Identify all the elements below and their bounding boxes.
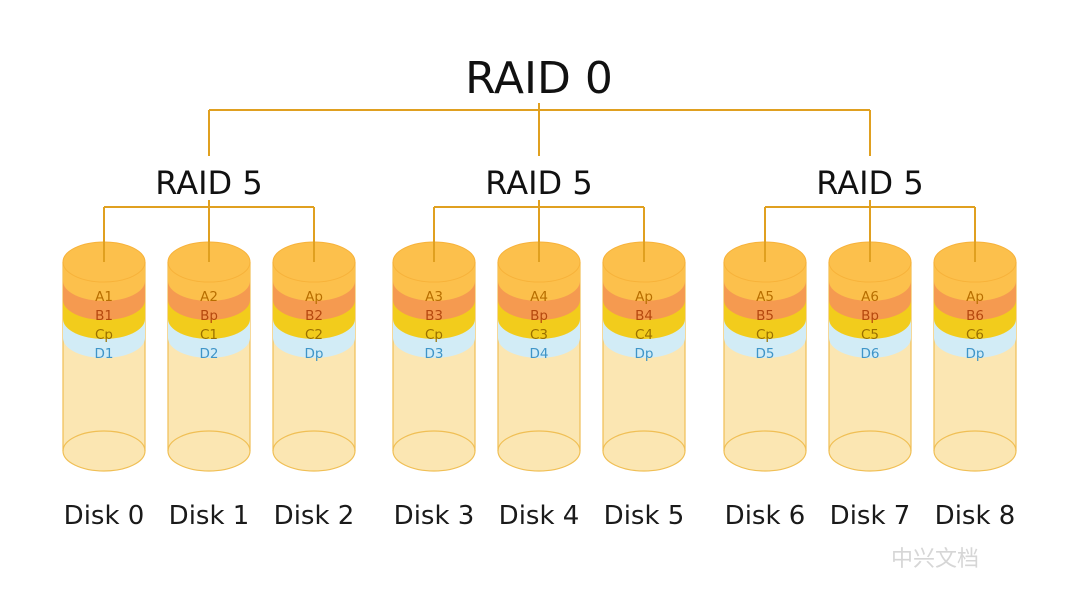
disk-bottom xyxy=(497,430,581,472)
block-label: C4 xyxy=(635,327,653,343)
block-label: Bp xyxy=(530,308,548,324)
connector-lines xyxy=(208,103,871,156)
block-label: A5 xyxy=(756,289,774,305)
block-label: Cp xyxy=(95,327,113,343)
block-label: C1 xyxy=(200,327,218,343)
disk-name-label: Disk 0 xyxy=(64,501,145,531)
block-label: A3 xyxy=(425,289,443,305)
disk-name-label: Disk 7 xyxy=(830,501,911,531)
disk-bottom xyxy=(828,430,912,472)
disk-bottom xyxy=(62,430,146,472)
block-label: C3 xyxy=(530,327,548,343)
disk-bottom xyxy=(392,430,476,472)
disk-bottom xyxy=(167,430,251,472)
block-label: Dp xyxy=(305,346,324,362)
block-label: D4 xyxy=(530,346,549,362)
block-label: Dp xyxy=(635,346,654,362)
disk-name-label: Disk 8 xyxy=(935,501,1016,531)
disk-bottom xyxy=(602,430,686,472)
block-label: D1 xyxy=(95,346,114,362)
block-label: B4 xyxy=(635,308,653,324)
block-label: C5 xyxy=(861,327,879,343)
block-label: A6 xyxy=(861,289,879,305)
disk-name-label: Disk 3 xyxy=(394,501,475,531)
block-label: D5 xyxy=(756,346,775,362)
block-label: C6 xyxy=(966,327,984,343)
disk-bottom xyxy=(272,430,356,472)
block-label: D2 xyxy=(200,346,219,362)
block-label: Ap xyxy=(305,289,323,305)
disk-name-label: Disk 5 xyxy=(604,501,685,531)
block-label: D3 xyxy=(425,346,444,362)
block-label: B5 xyxy=(756,308,774,324)
block-label: B1 xyxy=(95,308,113,324)
watermark-text: 中兴文档 xyxy=(891,547,979,572)
disk-name-label: Disk 1 xyxy=(169,501,250,531)
disk-name-label: Disk 4 xyxy=(499,501,580,531)
block-label: Dp xyxy=(966,346,985,362)
disk-bottom xyxy=(723,430,807,472)
block-label: D6 xyxy=(861,346,880,362)
disk-name-label: Disk 6 xyxy=(725,501,806,531)
raid5-label: RAID 5 xyxy=(155,164,262,202)
raid5-label: RAID 5 xyxy=(816,164,923,202)
disk-bottom xyxy=(933,430,1017,472)
block-label: C2 xyxy=(305,327,323,343)
raid5-label: RAID 5 xyxy=(485,164,592,202)
block-label: Cp xyxy=(425,327,443,343)
block-label: B6 xyxy=(966,308,984,324)
disk-name-label: Disk 2 xyxy=(274,501,355,531)
block-label: Ap xyxy=(966,289,984,305)
block-label: A1 xyxy=(95,289,113,305)
block-label: B2 xyxy=(305,308,323,324)
block-label: Bp xyxy=(861,308,879,324)
block-label: A2 xyxy=(200,289,218,305)
block-label: Bp xyxy=(200,308,218,324)
block-label: A4 xyxy=(530,289,548,305)
raid0-title: RAID 0 xyxy=(465,53,613,104)
block-label: Ap xyxy=(635,289,653,305)
block-label: B3 xyxy=(425,308,443,324)
block-label: Cp xyxy=(756,327,774,343)
